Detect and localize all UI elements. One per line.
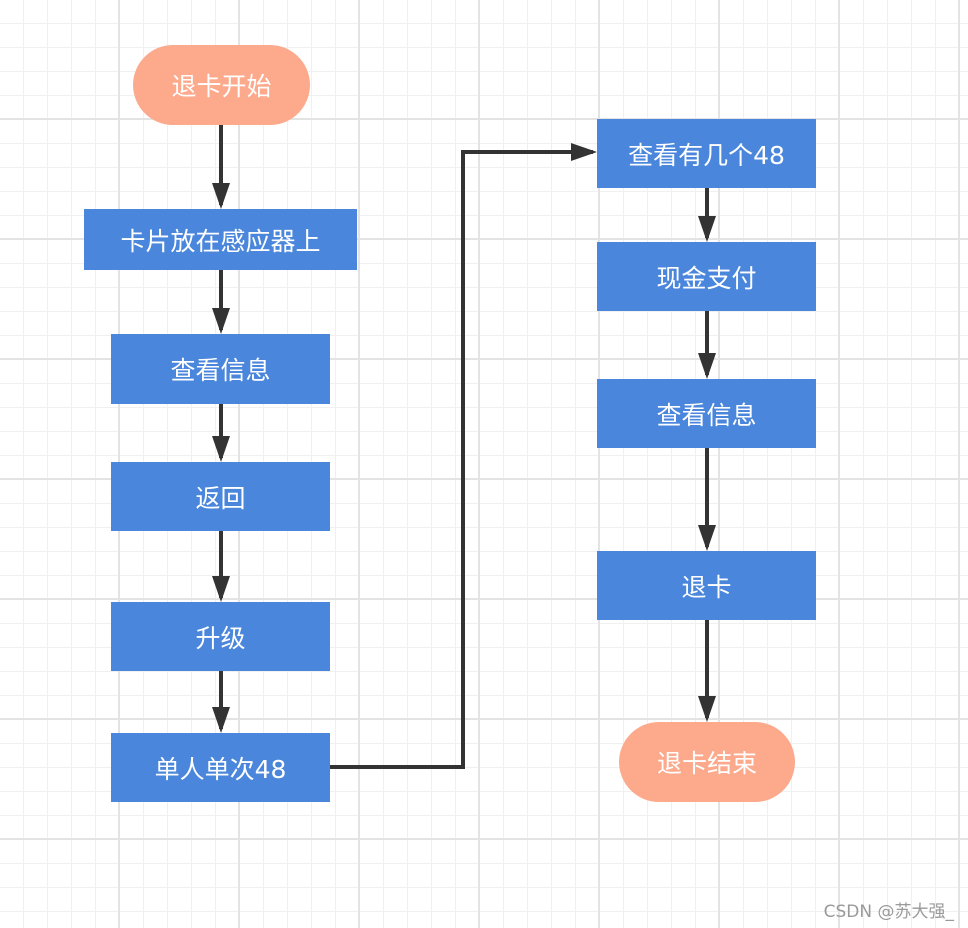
arrowhead-return-card <box>698 525 716 551</box>
arrowhead-end <box>698 696 716 722</box>
start-node: 退卡开始 <box>133 45 310 125</box>
place-card-node: 卡片放在感应器上 <box>84 209 357 270</box>
single-48-label: 单人单次48 <box>154 754 287 784</box>
arrowhead-view-info <box>212 308 230 334</box>
arrowhead-single-48 <box>212 707 230 733</box>
watermark: CSDN @苏大强_ <box>823 902 954 922</box>
end-node: 退卡结束 <box>619 722 795 802</box>
arrowhead-go-back <box>212 436 230 462</box>
upgrade-node: 升级 <box>111 602 330 671</box>
view-info-node: 查看信息 <box>111 334 330 404</box>
go-back-label: 返回 <box>195 483 246 513</box>
check-count-48-node: 查看有几个48 <box>597 119 816 188</box>
upgrade-label: 升级 <box>195 623 246 653</box>
view-info-2-label: 查看信息 <box>656 400 757 430</box>
place-card-label: 卡片放在感应器上 <box>120 226 321 256</box>
single-48-node: 单人单次48 <box>111 733 330 802</box>
arrowhead-cash-payment <box>698 216 716 242</box>
cash-payment-label: 现金支付 <box>656 263 757 293</box>
return-card-node: 退卡 <box>597 551 816 620</box>
arrowhead-upgrade <box>212 576 230 602</box>
return-card-label: 退卡 <box>681 572 732 602</box>
arrowhead-check-count <box>571 143 597 161</box>
end-node-label: 退卡结束 <box>656 749 757 778</box>
go-back-node: 返回 <box>111 462 330 531</box>
arrow-single-48-to-check-count <box>330 150 593 769</box>
cash-payment-node: 现金支付 <box>597 242 816 311</box>
view-info-label: 查看信息 <box>170 356 271 385</box>
arrowhead-place-card <box>212 183 230 209</box>
start-node-label: 退卡开始 <box>171 72 272 101</box>
view-info-2-node: 查看信息 <box>597 379 816 448</box>
arrowhead-view-info-2 <box>698 353 716 379</box>
check-count-48-label: 查看有几个48 <box>628 140 785 170</box>
